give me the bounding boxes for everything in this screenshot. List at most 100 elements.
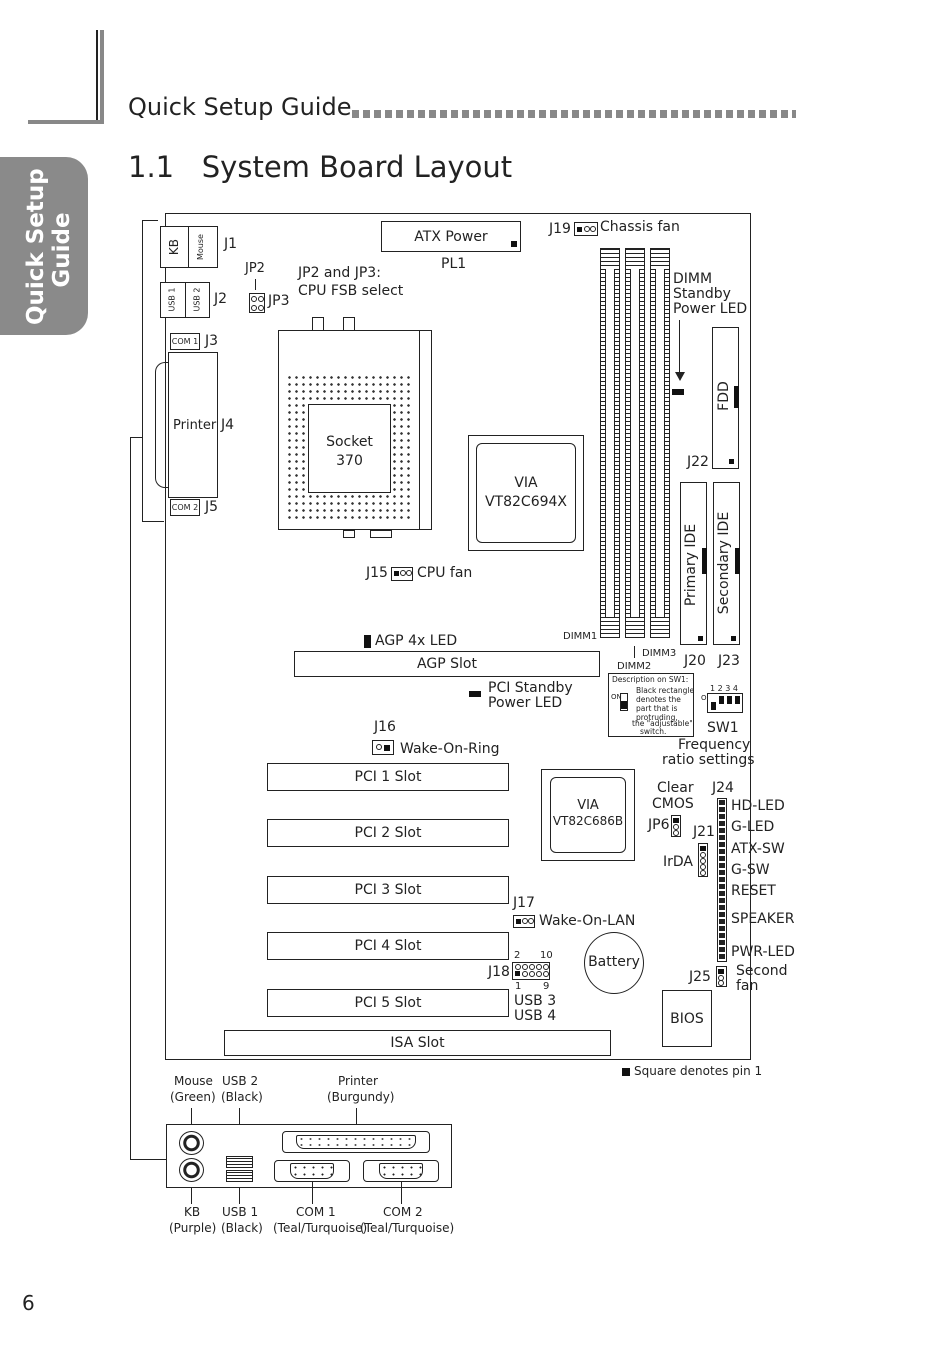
- secondary-ide-pin1: [731, 636, 736, 641]
- jp6-label: JP6: [648, 817, 670, 833]
- rear-printer-color: (Burgundy): [327, 1090, 395, 1104]
- j24-label: J24: [712, 780, 734, 796]
- sw1-desc-switch: [620, 693, 628, 711]
- pci3-slot: PCI 3 Slot: [267, 876, 509, 904]
- rear-kb-color: (Purple): [169, 1221, 217, 1235]
- bracket-top: [142, 220, 158, 221]
- dimm3-label: DIMM3: [642, 648, 677, 659]
- pci-standby-label-1: PCI Standby: [488, 680, 573, 696]
- page-number: 6: [22, 1291, 35, 1315]
- socket-lever: [312, 317, 324, 331]
- primary-ide-label: Primary IDE: [683, 523, 699, 607]
- side-tab: [0, 157, 88, 335]
- jp-pin: [251, 296, 257, 302]
- leader-line: [191, 1108, 192, 1130]
- j24-pin-block: [719, 800, 725, 960]
- battery: [584, 932, 644, 994]
- dimm1-slot: [600, 248, 620, 638]
- socket-center: [308, 404, 391, 493]
- corner-mark-shadow: [96, 30, 98, 120]
- hd-led-label: HD-LED: [731, 798, 785, 814]
- j15-pin: [406, 570, 412, 576]
- corner-mark-h: [28, 120, 104, 124]
- battery-label: Battery: [588, 954, 640, 970]
- bracket-connector-h2: [130, 1159, 166, 1160]
- socket-label-1: Socket: [326, 434, 373, 450]
- j15-pin: [400, 570, 406, 576]
- rear-com1-color: (Teal/Turquoise): [273, 1221, 368, 1235]
- via1-label-2: VT82C694X: [484, 494, 568, 510]
- j19-label: J19: [549, 221, 571, 237]
- via1-label-1: VIA: [514, 475, 538, 491]
- via2-label-2: VT82C686B: [552, 814, 624, 828]
- j18-pin: [529, 971, 535, 977]
- j22-label: J22: [687, 454, 709, 470]
- jp-pin: [258, 305, 264, 311]
- socket-tab: [343, 530, 355, 538]
- secondary-ide-label: Secondary IDE: [716, 511, 732, 615]
- cpu-fan-label: CPU fan: [417, 565, 473, 581]
- rear-com1-pins: [290, 1163, 334, 1179]
- corner-mark: [100, 30, 104, 122]
- rear-com2-pins: [379, 1163, 423, 1179]
- j18-pin2: 2: [514, 950, 521, 961]
- pwr-led-label: PWR-LED: [731, 944, 795, 960]
- rear-mouse-label: Mouse: [174, 1074, 213, 1088]
- sw1-desc-4: protruding,: [636, 713, 678, 722]
- j23-label: J23: [718, 653, 740, 669]
- sw1-desc-2: denotes the: [636, 695, 681, 704]
- sw1-desc-1: Black rectangle: [636, 686, 695, 695]
- sw1-desc-3: part that is: [636, 704, 678, 713]
- rear-usb2-label: USB 2: [222, 1074, 259, 1088]
- j17-pin: [528, 918, 534, 924]
- bracket-bottom: [142, 521, 164, 522]
- section-title: Quick Setup Guide: [128, 93, 352, 121]
- socket-tab: [370, 530, 392, 538]
- j18-pin: [543, 964, 549, 970]
- j18-pin9-label: 9: [543, 981, 550, 992]
- second-fan-label-2: fan: [736, 978, 759, 994]
- kb-mouse-divider: [188, 227, 189, 267]
- usb4-label: USB 4: [514, 1008, 557, 1024]
- jp2-label: JP2: [245, 261, 265, 276]
- jp-pin: [258, 296, 264, 302]
- sw1-numbers: 1 2 3 4: [710, 684, 738, 693]
- agp-led: [364, 635, 371, 648]
- jp-note-line2: CPU FSB select: [298, 283, 404, 299]
- j21-pin1: [700, 846, 706, 851]
- sw1-on: ON: [701, 694, 712, 703]
- rear-kb-port: [179, 1158, 204, 1182]
- clear-cmos-label-2: CMOS: [652, 796, 694, 812]
- g-led-label: G-LED: [731, 819, 775, 835]
- pci2-slot: PCI 2 Slot: [267, 819, 509, 847]
- rear-printer-label: Printer: [338, 1074, 378, 1088]
- j17-pin1: [516, 919, 521, 924]
- pci1-slot: PCI 1 Slot: [267, 763, 509, 791]
- leader-line: [191, 1188, 192, 1204]
- j18-pin1-label: 1: [515, 981, 522, 992]
- g-sw-label: G-SW: [731, 862, 770, 878]
- leader-line: [239, 1188, 240, 1204]
- wake-ring-label: Wake-On-Ring: [400, 741, 500, 757]
- sw1-knob-1: [711, 702, 716, 710]
- jp6-pin: [673, 830, 679, 836]
- j18-pin: [515, 964, 521, 970]
- isa-slot: ISA Slot: [224, 1030, 611, 1056]
- usb-divider: [185, 283, 186, 317]
- atx-power-connector: ATX Power: [381, 221, 521, 252]
- sw1-desc-on: ON: [611, 693, 622, 701]
- bios-chip: BIOS: [662, 990, 712, 1047]
- j21-pin: [700, 852, 706, 858]
- board-outline: [165, 213, 751, 1060]
- reset-label: RESET: [731, 883, 776, 899]
- sw1-dip-switch: [707, 693, 743, 713]
- dimm-standby-label-3: Power LED: [673, 301, 748, 317]
- pci4-slot: PCI 4 Slot: [267, 932, 509, 960]
- j17-pin: [522, 918, 528, 924]
- secondary-ide-key: [735, 548, 740, 574]
- dimm-standby-label-2: Standby: [673, 286, 731, 302]
- kb-mouse-connector: [160, 226, 218, 268]
- j20-label: J20: [684, 653, 706, 669]
- j15-pin1: [394, 571, 399, 576]
- speaker-label: SPEAKER: [731, 911, 795, 927]
